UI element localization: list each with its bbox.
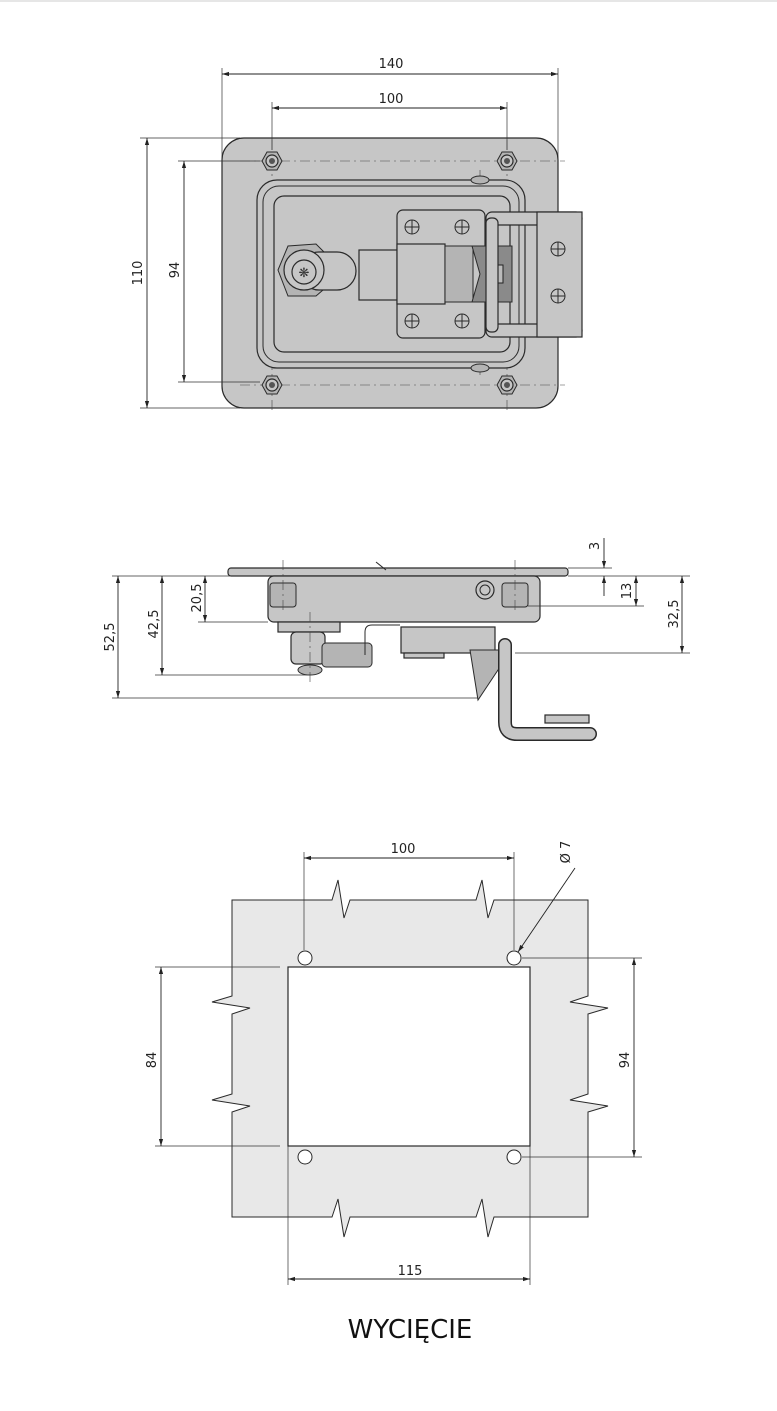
mounting-nuts xyxy=(261,151,518,395)
flange xyxy=(227,567,569,577)
mounting-hole xyxy=(297,950,313,966)
dim-hole-diameter: Ø 7 xyxy=(559,841,574,864)
dim-flange-thickness: 3 xyxy=(588,542,603,550)
side-view: 52,5 42,5 20,5 3 13 32,5 xyxy=(103,538,690,741)
dim-hole-spacing-100: 100 xyxy=(379,92,404,107)
latch-body xyxy=(267,575,541,623)
top-border xyxy=(0,0,777,2)
latch-coupler xyxy=(358,249,398,301)
dim-cutout-width: 115 xyxy=(398,1264,423,1279)
dim-height-110: 110 xyxy=(131,261,146,286)
dim-total-depth: 52,5 xyxy=(103,623,118,652)
dim-cutout-hole-spacing-v: 94 xyxy=(618,1052,633,1069)
dim-cutout-height: 84 xyxy=(145,1052,160,1069)
dim-width-140: 140 xyxy=(379,57,404,72)
dim-latch-depth: 32,5 xyxy=(667,600,682,629)
bail-handle xyxy=(485,211,583,338)
cam-key-icon: ❋ xyxy=(299,266,310,281)
dim-hole-spacing-94: 94 xyxy=(168,262,183,279)
mounting-hole xyxy=(297,1149,313,1165)
cutout-view: 100 Ø 7 84 94 115 WYCIĘCIE xyxy=(145,841,642,1345)
top-view: 140 100 110 94 ❋ xyxy=(131,57,583,412)
cutout-title: WYCIĘCIE xyxy=(348,1315,473,1345)
dim-cam-depth: 42,5 xyxy=(147,610,162,639)
cam-cylinder xyxy=(290,631,326,665)
latch-bolt xyxy=(400,626,496,654)
mounting-hole xyxy=(506,950,522,966)
mounting-hole xyxy=(506,1149,522,1165)
bail-side xyxy=(499,639,596,740)
dim-cutout-hole-spacing-h: 100 xyxy=(391,842,416,857)
dim-body-depth: 20,5 xyxy=(190,584,205,613)
cutout-opening xyxy=(287,966,531,1147)
dim-nut-depth: 13 xyxy=(620,583,635,600)
